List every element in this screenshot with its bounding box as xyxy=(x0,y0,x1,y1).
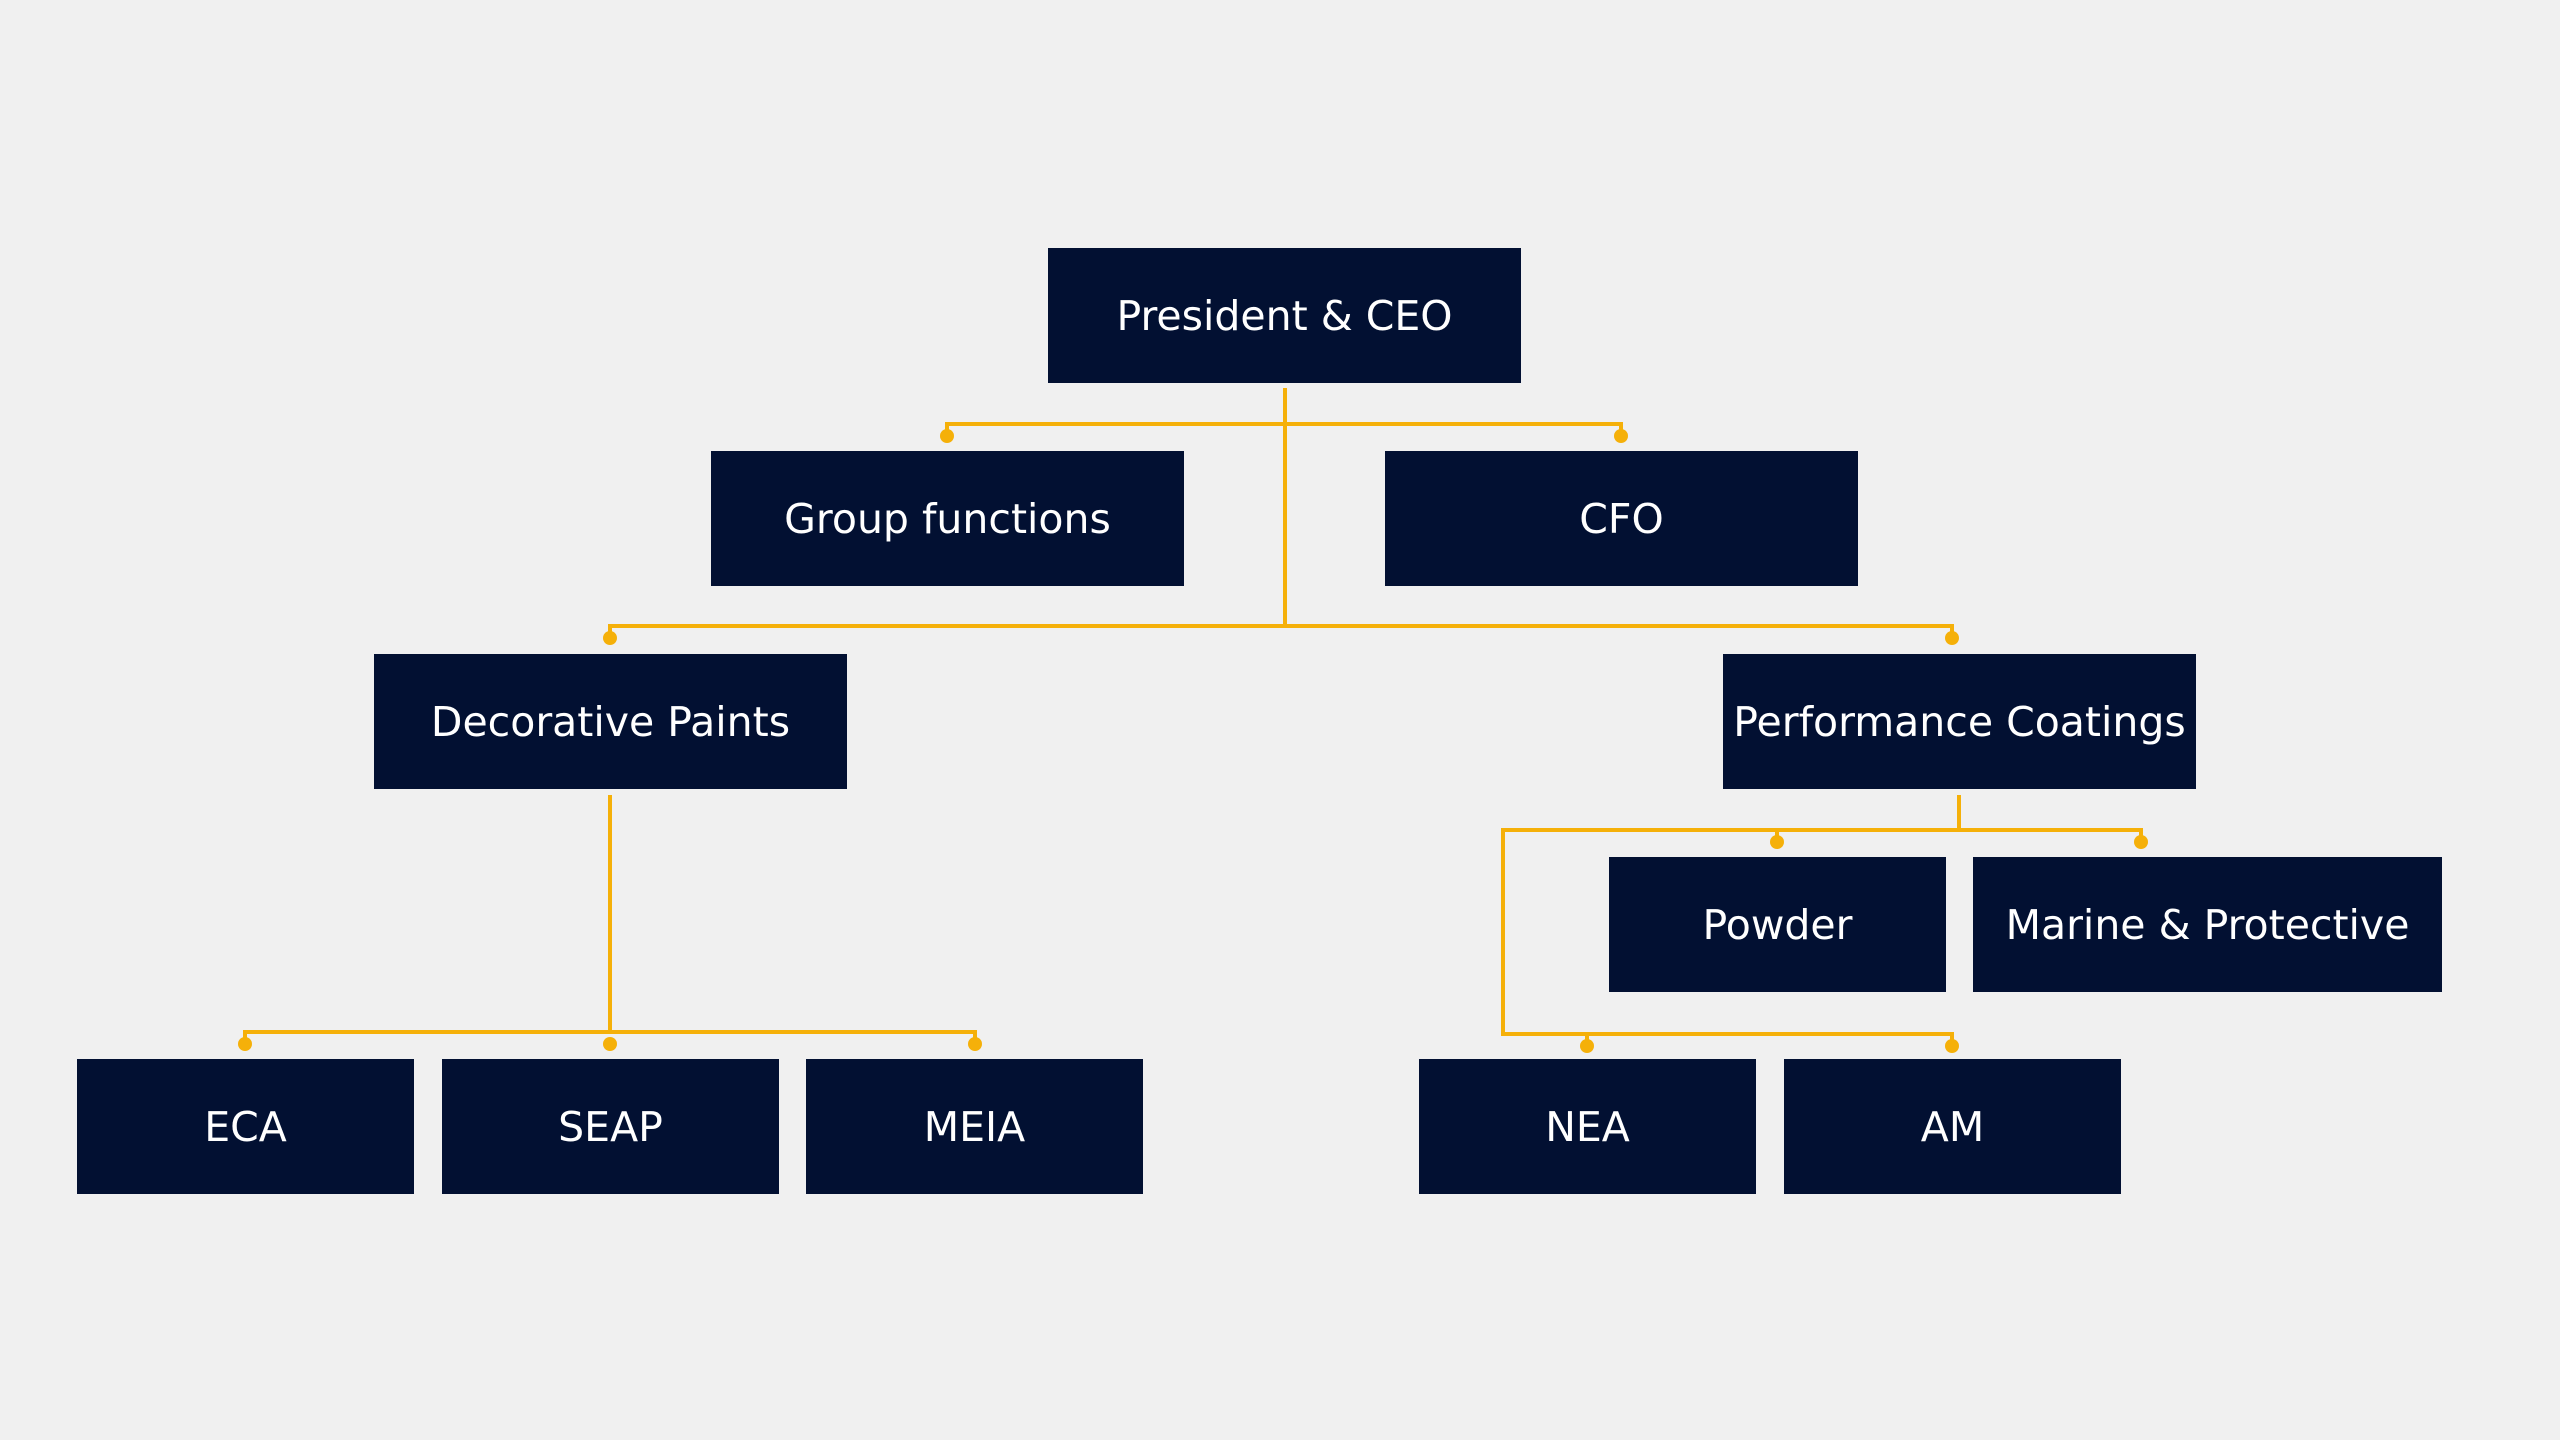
node-decorative-paints: Decorative Paints xyxy=(374,654,847,789)
connector-dot xyxy=(968,1037,982,1051)
node-performance-coatings: Performance Coatings xyxy=(1723,654,2196,789)
node-meia: MEIA xyxy=(806,1059,1143,1194)
connector-dot xyxy=(2134,835,2148,849)
connector-divisions xyxy=(608,624,1954,640)
node-label: SEAP xyxy=(558,1102,663,1151)
node-nea: NEA xyxy=(1419,1059,1756,1194)
node-label: NEA xyxy=(1545,1102,1630,1151)
node-label: CFO xyxy=(1579,494,1664,543)
node-powder: Powder xyxy=(1609,857,1946,992)
node-label: AM xyxy=(1920,1102,1985,1151)
node-label: ECA xyxy=(204,1102,287,1151)
node-label: MEIA xyxy=(923,1102,1026,1151)
connector-dot xyxy=(1945,1039,1959,1053)
node-label: Group functions xyxy=(784,494,1111,543)
node-marine-protective: Marine & Protective xyxy=(1973,857,2442,992)
node-label: President & CEO xyxy=(1116,291,1453,340)
node-group-functions: Group functions xyxy=(711,451,1184,586)
node-label: Performance Coatings xyxy=(1733,697,2186,746)
connector-dot xyxy=(603,631,617,645)
node-label: Powder xyxy=(1702,900,1853,949)
node-label: Marine & Protective xyxy=(2005,900,2410,949)
connector-dot xyxy=(238,1037,252,1051)
node-cfo: CFO xyxy=(1385,451,1858,586)
node-am: AM xyxy=(1784,1059,2121,1194)
connector-dot xyxy=(1580,1039,1594,1053)
node-seap: SEAP xyxy=(442,1059,779,1194)
connector-dot xyxy=(1945,631,1959,645)
connector-performance-bar xyxy=(1501,828,2143,844)
node-president-ceo: President & CEO xyxy=(1048,248,1521,383)
connector-dot xyxy=(1614,429,1628,443)
connector-dot xyxy=(1770,835,1784,849)
connector-dot xyxy=(603,1037,617,1051)
connector-dot xyxy=(940,429,954,443)
node-eca: ECA xyxy=(77,1059,414,1194)
node-label: Decorative Paints xyxy=(430,697,791,746)
